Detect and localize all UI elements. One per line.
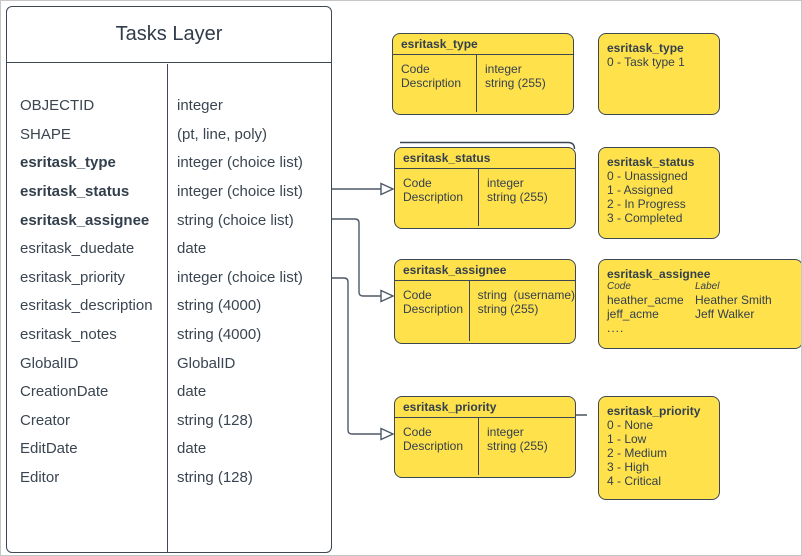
connector-status-arrow <box>380 182 395 196</box>
value-box-esritask-status: esritask_status 0 - Unassigned 1 - Assig… <box>598 147 720 239</box>
value-box-title: esritask_assignee <box>607 267 711 281</box>
field-key: Code <box>403 288 432 302</box>
value-line: 2 - In Progress <box>607 197 686 211</box>
detail-box-title: esritask_status <box>395 148 575 169</box>
connector-priority-line <box>332 277 381 435</box>
entry-code: jeff_acme <box>607 307 659 321</box>
value-box-title: esritask_priority <box>607 404 701 418</box>
more-entries-ellipsis: .... <box>607 321 625 335</box>
field-key: Description <box>403 190 464 204</box>
entry-code: heather_acme <box>607 293 684 307</box>
value-line: 0 - Unassigned <box>607 169 688 183</box>
field-key: Description <box>401 76 462 90</box>
field-type: integer <box>487 176 524 190</box>
entry-label: Heather Smith <box>695 293 772 307</box>
field-type: string (255) <box>477 302 539 316</box>
value-line: 4 - Critical <box>607 474 662 488</box>
field-type: string (255) <box>487 439 548 453</box>
field-row-shape: SHAPE(pt, line, poly) <box>20 125 268 143</box>
field-key: Code <box>401 62 430 76</box>
value-box-esritask-assignee: esritask_assignee Code Label heather_acm… <box>598 259 801 349</box>
detail-box-title: esritask_type <box>393 34 573 55</box>
value-line: 3 - High <box>607 460 650 474</box>
detail-box-title: esritask_priority <box>395 397 575 418</box>
column-divider <box>167 63 168 552</box>
value-box-esritask-priority: esritask_priority 0 - None 1 - Low 2 - M… <box>598 396 720 500</box>
field-type: integer <box>485 62 522 76</box>
value-line: 1 - Assigned <box>607 183 674 197</box>
value-line: 1 - Low <box>607 432 647 446</box>
connector-assignee-line <box>332 218 381 297</box>
value-box-title: esritask_type <box>607 41 684 55</box>
value-line: 2 - Medium <box>607 446 668 460</box>
connector-assignee-arrow <box>380 289 395 303</box>
field-type: integer <box>487 425 524 439</box>
detail-box-title: esritask_assignee <box>395 260 575 281</box>
field-key: Description <box>403 302 464 316</box>
field-type: string (255) <box>487 190 548 204</box>
value-line: 3 - Completed <box>607 211 683 225</box>
connector-priority-arrow <box>380 427 395 441</box>
value-box-esritask-type: esritask_type 0 - Task type 1 <box>598 33 720 115</box>
field-key: Code <box>403 176 432 190</box>
label-column-header: Label <box>695 281 720 292</box>
code-column-header: Code <box>607 281 631 292</box>
value-line: 0 - Task type 1 <box>607 55 685 69</box>
field-key: Code <box>403 425 432 439</box>
tasks-layer-title: Tasks Layer <box>7 7 331 63</box>
entry-label: Jeff Walker <box>695 307 755 321</box>
field-type: string (username) <box>477 288 575 302</box>
field-key: Description <box>403 439 464 453</box>
field-type: string (255) <box>485 76 546 90</box>
value-line: 0 - None <box>607 418 654 432</box>
value-box-title: esritask_status <box>607 155 695 169</box>
